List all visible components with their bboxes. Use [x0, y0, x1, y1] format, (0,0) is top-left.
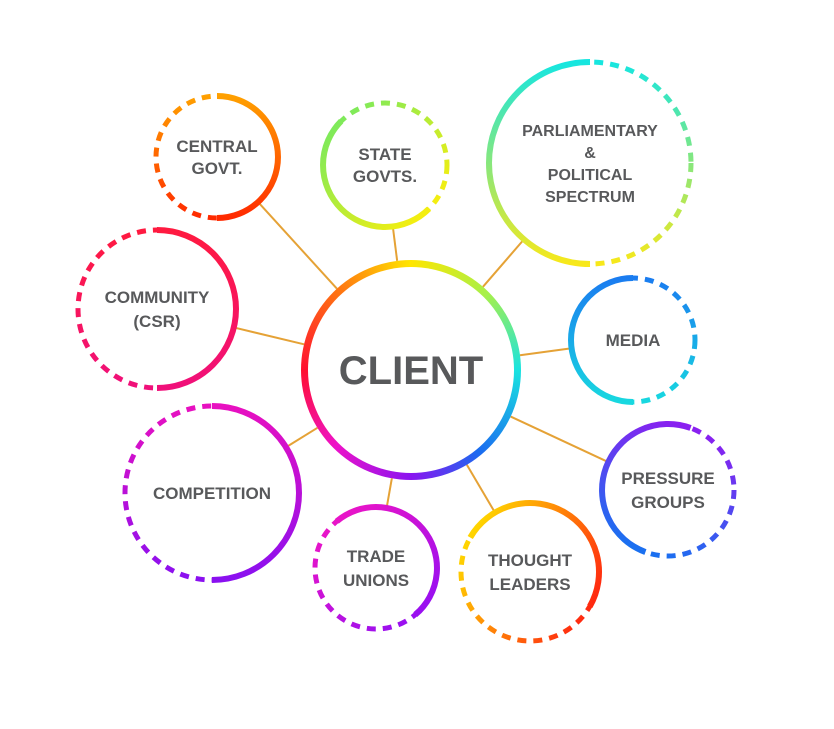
connector-line-pressure-groups	[510, 415, 609, 463]
solid-arc	[568, 275, 634, 405]
node-label-media: MEDIA	[606, 331, 661, 350]
connector-line-trade-unions	[385, 478, 393, 509]
node-community: COMMUNITY (CSR)	[75, 227, 239, 391]
node-label-parliamentary: &	[584, 145, 596, 162]
node-label-community: COMMUNITY	[105, 288, 210, 307]
dashed-ring	[486, 59, 694, 267]
node-label-thought-leaders: LEADERS	[489, 575, 570, 594]
connector-line-thought-leaders	[465, 464, 496, 514]
node-label-community: (CSR)	[133, 312, 180, 331]
solid-arc	[211, 403, 302, 583]
connector-line-state-govts	[391, 226, 399, 261]
node-parliamentary: PARLIAMENTARY & POLITICAL SPECTRUM	[486, 59, 694, 267]
solid-arc	[486, 59, 591, 267]
solid-arc	[599, 421, 692, 555]
connector-line-community	[233, 326, 305, 346]
node-central-govt: CENTRAL GOVT.	[153, 93, 281, 221]
solid-arc	[320, 119, 431, 230]
connector-line-central-govt	[257, 201, 338, 290]
solid-arc	[156, 227, 239, 391]
node-trade-unions: TRADE UNIONS	[312, 504, 440, 632]
node-label-central-govt: GOVT.	[191, 159, 242, 178]
node-label-state-govts: STATE	[358, 145, 411, 164]
connector-line-competition	[285, 426, 318, 449]
client-label: CLIENT	[339, 349, 483, 393]
node-competition: COMPETITION	[122, 403, 302, 583]
connector-line-media	[519, 347, 572, 357]
node-label-parliamentary: POLITICAL	[548, 167, 633, 184]
node-label-pressure-groups: GROUPS	[631, 493, 705, 512]
client-circle	[301, 260, 521, 480]
node-label-parliamentary: PARLIAMENTARY	[522, 123, 658, 140]
node-media: MEDIA	[568, 275, 698, 405]
solid-arc	[467, 500, 602, 608]
node-label-trade-unions: UNIONS	[343, 571, 409, 590]
node-pressure-groups: PRESSURE GROUPS	[599, 421, 737, 559]
node-label-central-govt: CENTRAL	[176, 137, 257, 156]
node-label-competition: COMPETITION	[153, 484, 271, 503]
node-label-thought-leaders: THOUGHT	[488, 551, 573, 570]
node-label-trade-unions: TRADE	[347, 547, 406, 566]
solid-arc	[216, 93, 281, 221]
node-label-parliamentary: SPECTRUM	[545, 189, 635, 206]
node-thought-leaders: THOUGHT LEADERS	[458, 500, 602, 644]
node-label-state-govts: GOVTS.	[353, 167, 417, 186]
connector-line-parliamentary	[482, 238, 525, 288]
node-label-pressure-groups: PRESSURE	[621, 469, 715, 488]
node-state-govts: STATE GOVTS.	[320, 100, 450, 230]
solid-arc	[334, 504, 440, 618]
